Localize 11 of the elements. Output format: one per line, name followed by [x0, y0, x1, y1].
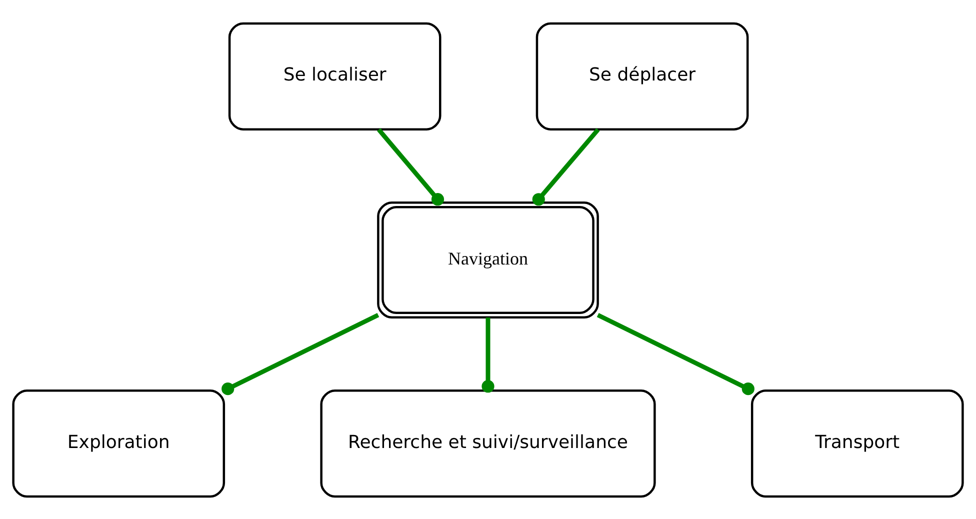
node-box: Exploration — [12, 389, 226, 498]
connector — [482, 317, 494, 392]
connector — [377, 128, 444, 206]
node-box: Navigation — [377, 200, 599, 318]
node-box: Transport — [750, 389, 964, 498]
node-box: Recherche et suivi/surveillance — [320, 389, 656, 498]
node-box: Se déplacer — [536, 22, 749, 130]
connector — [596, 312, 754, 395]
connector — [222, 312, 380, 395]
node-box: Se localiser — [228, 22, 442, 130]
connector — [532, 128, 600, 206]
